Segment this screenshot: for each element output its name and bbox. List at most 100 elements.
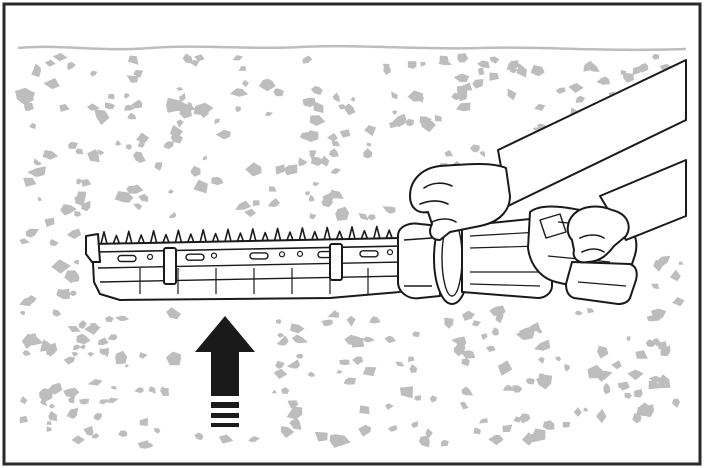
leaf-speck	[125, 144, 132, 150]
leaf-speck	[74, 211, 81, 217]
leaf-speck	[332, 92, 340, 103]
leaf-speck	[408, 356, 415, 363]
leaf-speck	[542, 420, 555, 430]
leaf-speck	[489, 56, 500, 64]
leaf-speck	[518, 326, 535, 339]
leaf-speck	[194, 54, 205, 62]
leaf-speck	[78, 320, 87, 329]
leaf-speck	[87, 149, 100, 163]
leaf-speck	[66, 407, 79, 417]
leaf-speck	[67, 62, 76, 71]
leaf-speck	[190, 165, 201, 177]
leaf-speck	[653, 259, 664, 272]
leaf-speck	[339, 359, 350, 365]
leaf-speck	[440, 439, 449, 447]
leaf-speck	[395, 361, 405, 367]
leaf-speck	[154, 162, 162, 171]
leaf-speck	[497, 360, 513, 376]
leaf-speck	[338, 104, 348, 110]
leaf-speck	[480, 333, 488, 341]
leaf-speck	[352, 356, 364, 365]
leaf-speck	[291, 334, 309, 344]
leaf-speck	[126, 75, 138, 83]
leaf-speck	[69, 290, 77, 297]
leaf-speck	[321, 319, 333, 327]
leaf-speck	[412, 331, 420, 338]
leaf-speck	[603, 382, 610, 390]
leaf-speck	[312, 100, 324, 114]
leaf-speck	[276, 319, 282, 325]
leaf-speck	[124, 364, 129, 368]
leaf-speck	[502, 424, 513, 433]
leaf-speck	[23, 177, 37, 187]
leaf-speck	[59, 104, 70, 112]
leaf-speck	[287, 400, 299, 409]
leaf-speck	[94, 108, 110, 125]
leaf-speck	[532, 127, 540, 131]
leaf-speck	[562, 421, 571, 428]
leaf-speck	[265, 111, 273, 117]
leaf-speck	[105, 316, 114, 323]
leaf-speck	[286, 359, 301, 369]
leaf-speck	[60, 204, 77, 216]
leaf-speck	[530, 65, 545, 77]
leaf-speck	[314, 431, 328, 442]
leaf-speck	[574, 310, 583, 316]
leaf-speck	[618, 381, 626, 389]
leaf-speck	[624, 392, 632, 399]
leaf-speck	[513, 416, 522, 423]
leaf-speck	[193, 179, 208, 194]
leaf-speck	[97, 337, 109, 346]
leaf-speck	[31, 63, 41, 78]
leaf-speck	[93, 412, 102, 421]
leaf-speck	[235, 200, 252, 210]
leaf-speck	[248, 436, 260, 443]
leaf-speck	[518, 413, 531, 424]
leaf-speck	[451, 92, 462, 101]
leaf-speck	[135, 132, 150, 144]
leaf-speck	[462, 310, 475, 321]
leaf-speck	[344, 103, 356, 116]
leaf-speck	[71, 435, 85, 445]
leaf-speck	[79, 344, 86, 349]
leaf-speck	[658, 374, 671, 389]
blade-teeth	[100, 225, 393, 245]
leaf-speck	[78, 398, 90, 405]
leaf-speck	[148, 386, 156, 394]
leaf-speck	[242, 79, 249, 88]
leaf-speck	[182, 53, 193, 64]
blade-slot	[117, 254, 137, 263]
leaf-speck	[573, 407, 582, 417]
leaf-speck	[461, 386, 474, 396]
leaf-speck	[407, 61, 417, 69]
leaf-speck	[104, 102, 115, 110]
leaf-speck	[479, 150, 486, 158]
leaf-speck	[235, 106, 241, 113]
leaf-speck	[244, 208, 257, 218]
leaf-speck	[330, 189, 344, 199]
leaf-speck	[632, 413, 642, 424]
leaf-speck	[359, 405, 370, 415]
leaf-speck	[302, 97, 316, 108]
leaf-speck	[633, 389, 641, 396]
leaf-speck	[635, 350, 648, 359]
leaf-speck	[258, 78, 276, 92]
leaf-speck	[495, 314, 504, 324]
leaf-speck	[130, 99, 143, 109]
leaf-speck	[26, 295, 37, 305]
leaf-speck	[124, 104, 136, 111]
leaf-speck	[392, 113, 407, 128]
leaf-speck	[91, 433, 100, 439]
leaf-speck	[49, 403, 56, 409]
leaf-speck	[273, 88, 284, 97]
leaf-speck	[168, 212, 177, 219]
leaf-speck	[124, 93, 130, 99]
leaf-speck	[444, 149, 454, 157]
leaf-speck	[678, 261, 684, 265]
leaf-speck	[275, 360, 285, 369]
leaf-speck	[296, 353, 304, 359]
leaf-speck	[626, 336, 631, 342]
leaf-speck	[512, 385, 523, 393]
leaf-speck	[63, 387, 79, 398]
leaf-speck	[456, 341, 467, 351]
